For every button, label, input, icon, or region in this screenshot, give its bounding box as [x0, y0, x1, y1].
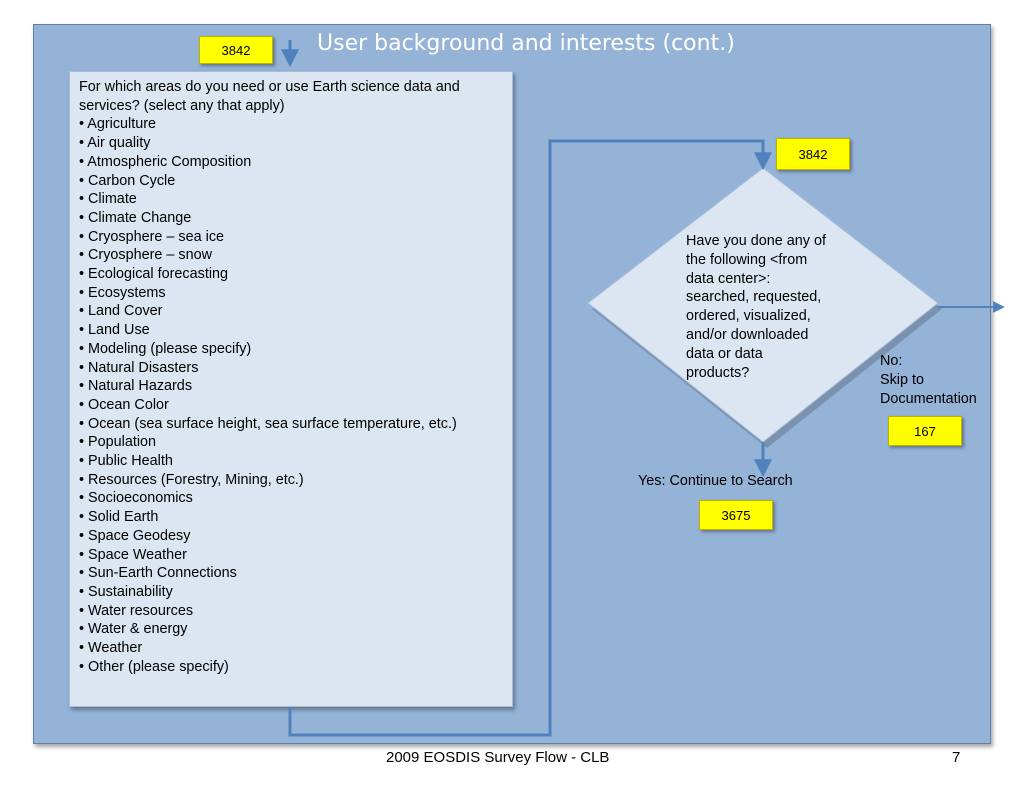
decision-line: ordered, visualized, [686, 308, 811, 325]
question-box: For which areas do you need or use Earth… [69, 71, 513, 707]
yes-branch-label: Yes: Continue to Search [638, 473, 793, 489]
decision-line: data center>: [686, 270, 771, 287]
decision-line: data or data [686, 345, 763, 362]
list-item: • Public Health [79, 453, 173, 470]
option-list: • Agriculture • Air quality • Atmospheri… [79, 115, 504, 676]
list-item: • Ocean (sea surface height, sea surface… [79, 415, 457, 432]
badge-3842-top-left: 3842 [199, 36, 273, 64]
list-item: • Air quality [79, 135, 151, 152]
list-item: • Socioeconomics [79, 490, 193, 507]
list-item: • Solid Earth [79, 509, 159, 526]
decision-line: and/or downloaded [686, 326, 809, 343]
list-item: • Resources (Forestry, Mining, etc.) [79, 471, 304, 488]
list-item: • Land Cover [79, 303, 163, 320]
question-prompt: For which areas do you need or use Earth… [79, 79, 460, 114]
list-item: • Cryosphere – snow [79, 247, 213, 264]
list-item: • Space Geodesy [79, 527, 191, 544]
list-item: • Agriculture [79, 116, 157, 133]
decision-line: Have you done any of [686, 233, 827, 249]
decision-line: products? [686, 364, 750, 381]
list-item: • Natural Disasters [79, 359, 199, 376]
list-item: • Ecosystems [79, 284, 166, 301]
list-item: • Climate [79, 191, 137, 208]
list-item: • Ocean Color [79, 396, 169, 413]
no-branch-label: No: Skip to Documentation [880, 352, 977, 409]
no-branch-line: No: [880, 353, 903, 369]
list-item: • Other (please specify) [79, 658, 229, 675]
list-item: • Ecological forecasting [79, 266, 229, 283]
list-item: • Space Weather [79, 546, 187, 563]
list-item: • Water & energy [79, 621, 188, 638]
footer-caption: 2009 EOSDIS Survey Flow - CLB [386, 749, 610, 766]
list-item: • Water resources [79, 602, 194, 619]
decision-line: the following <from [686, 251, 808, 268]
badge-3675: 3675 [699, 500, 773, 530]
list-item: • Modeling (please specify) [79, 340, 252, 357]
list-item: • Natural Hazards [79, 378, 193, 395]
no-branch-line: Skip to [880, 372, 924, 388]
list-item: • Climate Change [79, 209, 192, 226]
list-item: • Sun-Earth Connections [79, 565, 237, 582]
list-item: • Land Use [79, 322, 150, 339]
no-branch-line: Documentation [880, 391, 977, 407]
list-item: • Atmospheric Composition [79, 153, 252, 170]
list-item: • Population [79, 434, 157, 451]
page-number: 7 [952, 749, 961, 766]
badge-3842-top-right: 3842 [776, 138, 850, 170]
list-item: • Sustainability [79, 583, 173, 600]
slide-title: User background and interests (cont.) [317, 31, 735, 56]
badge-167: 167 [888, 416, 962, 446]
list-item: • Cryosphere – sea ice [79, 228, 225, 245]
list-item: • Weather [79, 640, 143, 657]
decision-line: searched, requested, [686, 289, 822, 306]
decision-question: Have you done any of the following <from… [686, 232, 856, 382]
list-item: • Carbon Cycle [79, 172, 176, 189]
